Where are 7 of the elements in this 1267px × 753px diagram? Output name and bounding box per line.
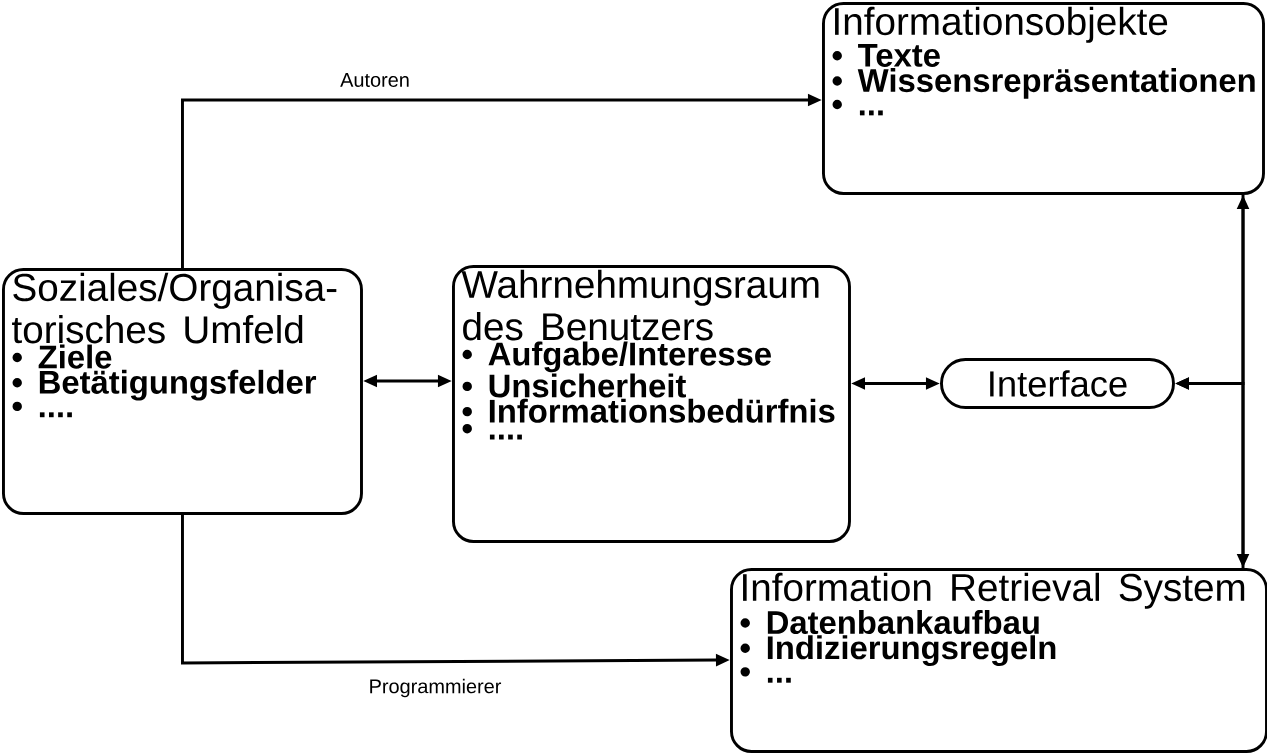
process-box: Soziales/Organisa-torisches Umfeld • Ziele • Betätigungsfelder • ....	[2, 268, 363, 515]
process-box: Wahrnehmungsraum des Benutzers • Aufgabe/Interesse • Unsicherheit • Informationsbedürfnis • ....	[452, 265, 851, 543]
interface-box: Interface	[940, 358, 1175, 409]
edge-label: Autoren	[337, 70, 413, 90]
edge-label: Programmierer	[366, 676, 504, 700]
process-box: Informationsobjekte • Texte • Wissensrepräsentationen • ...	[822, 2, 1265, 195]
process-box: Information Retrieval System • Datenbankaufbau • Indizierungsregeln • ...	[730, 568, 1267, 753]
